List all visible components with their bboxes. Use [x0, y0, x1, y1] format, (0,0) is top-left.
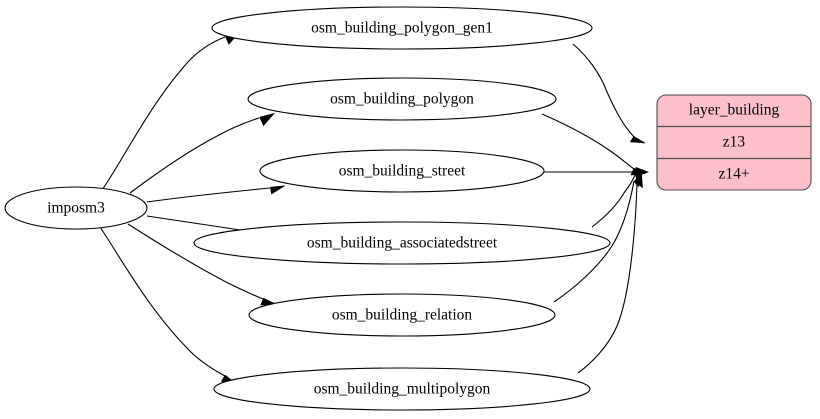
- layer-building-box: [656, 94, 812, 191]
- node-shape: [248, 293, 556, 337]
- edge-line: [577, 182, 638, 374]
- edge-line: [146, 187, 271, 203]
- node-osm-building-multipolygon[interactable]: osm_building_multipolygon: [213, 367, 591, 411]
- edge-line: [572, 43, 635, 138]
- edge-polygon-gen1-to-z13: [572, 43, 646, 144]
- edge-group-tables-to-layer: [541, 43, 649, 374]
- node-osm-building-polygon[interactable]: osm_building_polygon: [247, 77, 557, 121]
- edge-line: [101, 36, 226, 191]
- edge-line: [127, 223, 264, 300]
- edge-line: [146, 215, 248, 232]
- node-osm-building-street[interactable]: osm_building_street: [259, 149, 545, 193]
- node-osm-building-associatedstreet[interactable]: osm_building_associatedstreet: [193, 221, 611, 265]
- edge-polygon-to-z14plus: [541, 113, 647, 176]
- arrowhead-icon: [269, 185, 285, 195]
- node-shape: [4, 186, 148, 230]
- arrowhead-icon: [636, 172, 643, 189]
- edge-imposm3-to-street: [146, 185, 285, 203]
- node-layer-building[interactable]: layer_building z13 z14+: [656, 94, 812, 191]
- node-shape: [211, 6, 593, 50]
- edge-line: [99, 226, 226, 377]
- node-osm-building-polygon-gen1[interactable]: osm_building_polygon_gen1: [211, 6, 593, 50]
- node-imposm3[interactable]: imposm3: [4, 186, 148, 230]
- arrowhead-icon: [259, 112, 276, 127]
- node-shape: [247, 77, 557, 121]
- edge-imposm3-to-polygon: [129, 112, 276, 194]
- edge-imposm3-to-polygon-gen1: [101, 30, 242, 191]
- node-shape: [193, 221, 611, 265]
- edge-multipolygon-to-z14plus: [577, 172, 643, 374]
- arrowhead-icon: [629, 135, 646, 144]
- edge-line: [591, 174, 636, 228]
- edge-line: [129, 117, 260, 194]
- node-osm-building-relation[interactable]: osm_building_relation: [248, 293, 556, 337]
- edge-line: [541, 113, 635, 170]
- node-shape: [259, 149, 545, 193]
- edge-line: [553, 180, 635, 303]
- node-shape: [213, 367, 591, 411]
